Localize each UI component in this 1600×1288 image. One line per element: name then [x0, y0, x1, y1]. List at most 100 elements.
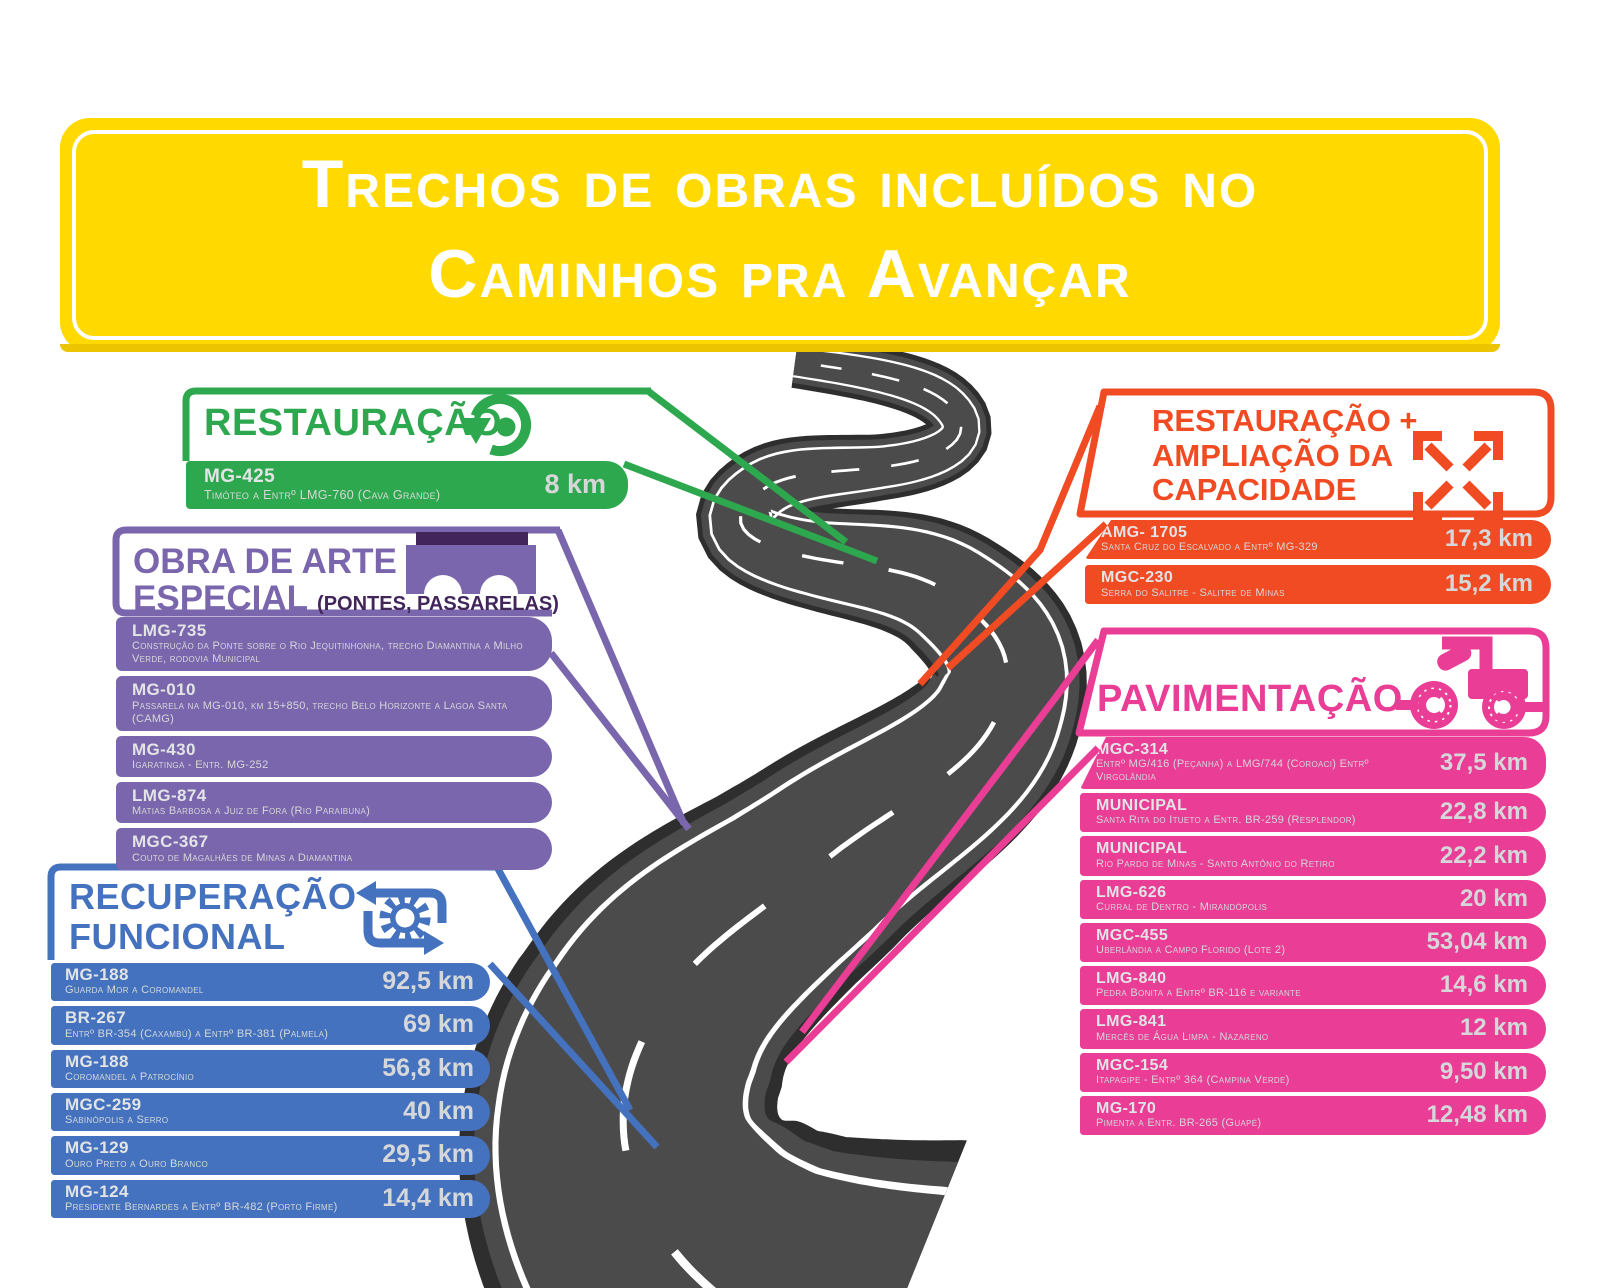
route-code: LMG-840 — [1096, 970, 1167, 988]
leader-line-ampliacao-1 — [917, 404, 1104, 687]
leader-line-obra-1 — [554, 528, 688, 826]
route-code: MGC-455 — [1096, 926, 1169, 944]
route-km: 92,5 km — [382, 967, 474, 996]
route-code: MG-170 — [1096, 1099, 1157, 1117]
route-desc: Ouro Preto a Ouro Branco — [65, 1157, 209, 1170]
road-surface — [458, 336, 1087, 1288]
route-km: 20 km — [1459, 884, 1528, 912]
gear-cycle-icon — [356, 881, 447, 955]
section-title-obra-line2: ESPECIAL — [133, 579, 309, 619]
route-km: 22,2 km — [1439, 841, 1528, 869]
route-desc: Couto de Magalhães de Minas a Diamantina — [132, 851, 353, 864]
route-code: MGC-259 — [65, 1094, 142, 1114]
road-roller-icon — [1396, 636, 1544, 729]
route-desc: Presidente Bernardes a Entrº BR-482 (Por… — [65, 1201, 338, 1213]
leader-line-restauracao-2 — [622, 460, 879, 565]
route-km: 53,04 km — [1426, 928, 1528, 956]
route-km: 14,6 km — [1439, 971, 1528, 999]
route-desc: Uberlândia a Campo Florido (Lote 2) — [1096, 944, 1286, 957]
callout-outline-recuperacao — [47, 863, 499, 960]
route-km: 9,50 km — [1439, 1057, 1528, 1085]
callout-outline-restauracao — [182, 387, 651, 461]
route-code: MG-010 — [132, 680, 196, 700]
section-title-obra-de-arte: OBRA DE ARTE ESPECIAL(PONTES, PASSARELAS… — [133, 543, 559, 617]
route-code: MUNICIPAL — [1096, 797, 1188, 815]
route-code: MG-124 — [65, 1181, 129, 1201]
title-banner: Trechos de obras incluídos no Caminhos p… — [60, 118, 1500, 352]
leader-line-ampliacao-2 — [945, 521, 1109, 671]
route-desc: Curral de Dentro - Mirandópolis — [1096, 900, 1268, 913]
route-code: MG-425 — [204, 466, 276, 487]
route-code: BR-267 — [65, 1008, 126, 1028]
route-desc: Matias Barbosa a Juiz de Fora (Rio Parai… — [132, 805, 371, 818]
route-km: 17,3 km — [1444, 525, 1533, 553]
route-code: MG-188 — [65, 965, 129, 984]
section-title-pavimentacao: PAVIMENTAÇÃO — [1097, 678, 1403, 720]
route-code: MGC-314 — [1096, 741, 1169, 758]
route-km: 22,8 km — [1439, 798, 1528, 826]
leader-line-obra-2 — [548, 650, 692, 832]
route-desc: Mercês de Água Limpa - Nazareno — [1096, 1030, 1269, 1043]
title-banner-border — [72, 130, 1488, 340]
section-title-obra-line1: OBRA DE ARTE — [133, 542, 397, 581]
page-title: Trechos de obras incluídos no Caminhos p… — [60, 140, 1500, 320]
route-km: 69 km — [403, 1010, 474, 1039]
route-code: MG-129 — [65, 1138, 129, 1158]
route-desc: Timóteo a Entrº LMG-760 (Cava Grande) — [204, 487, 441, 502]
route-code: MGC-154 — [1096, 1056, 1169, 1074]
leader-lines — [487, 388, 1109, 1150]
leader-line-recuperacao-2 — [487, 961, 660, 1150]
expand-arrows-icon — [1413, 431, 1503, 521]
route-desc: Sabinópolis a Serro — [65, 1114, 169, 1127]
route-desc: Santa Rita do Itueto a Entr. BR-259 (Res… — [1096, 814, 1356, 827]
route-desc: Entrº BR-354 (Caxambú) a Entrº BR-381 (P… — [65, 1027, 329, 1040]
page-title-line2: Caminhos pra Avançar — [428, 235, 1132, 312]
section-title-ampliacao-line3: CAPACIDADE — [1152, 472, 1357, 508]
route-desc: Construção da Ponte sobre o Rio Jequitin… — [132, 640, 523, 666]
leader-line-pavimentacao-1 — [799, 637, 1101, 1035]
leader-line-recuperacao-1 — [493, 865, 634, 1112]
leader-line-pavimentacao-2 — [783, 745, 1101, 1065]
route-desc: Rio Pardo de Minas - Santo Antônio do Re… — [1096, 857, 1335, 870]
section-title-restauracao: RESTAURAÇÃO — [204, 402, 503, 444]
route-code: MG-188 — [65, 1051, 129, 1071]
callout-outline-ampliacao — [1076, 388, 1555, 518]
route-desc: Pimenta a Entr. BR-265 (Guapé) — [1096, 1117, 1262, 1130]
bridge-icon — [406, 532, 536, 594]
